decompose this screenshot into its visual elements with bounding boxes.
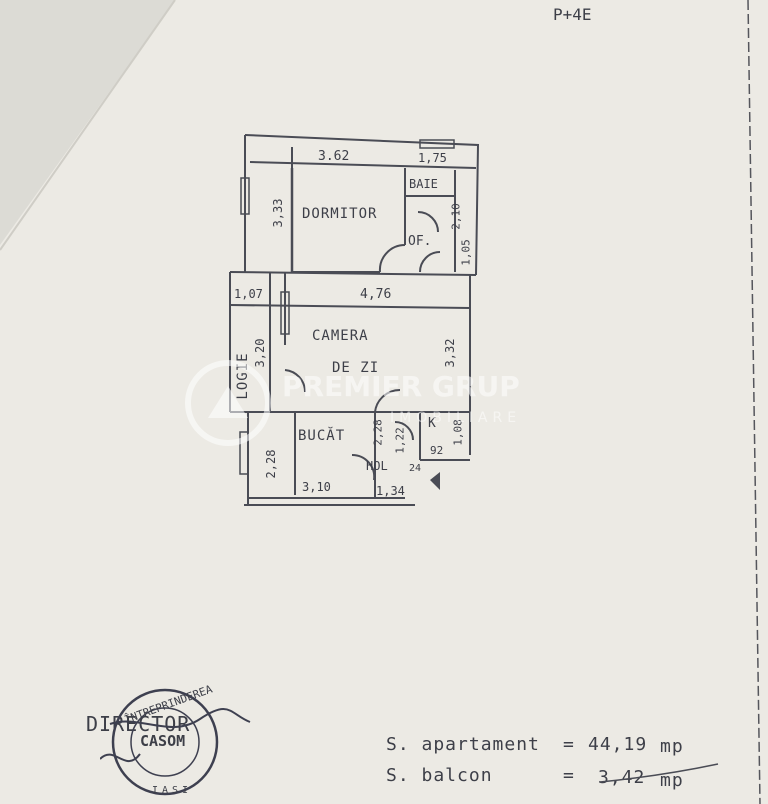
dim-label: 1,34: [376, 484, 405, 498]
dim-label: 1,22: [393, 427, 407, 454]
watermark-logo-icon: [185, 360, 271, 446]
summary-balcon-label: S. balcon: [386, 765, 493, 786]
dim-label: 92: [430, 444, 444, 457]
room-label-of: OF.: [408, 234, 432, 249]
watermark-sub: IMOBILIARE: [390, 410, 522, 426]
dim-label: 2,28: [264, 449, 278, 479]
watermark-brand: PREMIER GRUP: [282, 370, 520, 403]
room-label-hol: HOL: [366, 459, 388, 473]
room-label-de-zi: DE ZI: [332, 360, 380, 376]
summary-apartament-label: S. apartament: [386, 734, 540, 755]
summary-balcon-eq: =: [563, 765, 575, 786]
room-label-camera: CAMERA: [312, 328, 369, 344]
room-label-baie: BAIE: [409, 177, 438, 191]
dim-label: 24: [409, 463, 422, 474]
room-label-dormitor: DORMITOR: [302, 206, 378, 222]
dim-label: 3,10: [302, 480, 331, 494]
dim-label: 1,07: [234, 287, 263, 301]
summary-balcon-unit: mp: [660, 770, 684, 791]
stamp-title: DIRECTOR: [86, 712, 191, 736]
stamp-ring-mid: CASOM: [140, 732, 186, 750]
floor-code: P+4E: [553, 5, 592, 24]
dim-label: 3,32: [443, 338, 457, 368]
dim-label: 1,05: [459, 239, 473, 266]
summary-balcon-value: 3,42: [598, 767, 646, 788]
dim-label: 2,10: [449, 203, 463, 230]
stamp-ring-bottom: IASI: [152, 785, 193, 796]
dim-label: 1,75: [418, 151, 447, 165]
room-label-bucat: BUCĂT: [298, 428, 346, 444]
room-label-k: K: [428, 416, 436, 431]
dim-label: 3.62: [318, 149, 350, 164]
dim-label: 4,76: [360, 287, 392, 302]
dim-label: 2,28: [371, 419, 385, 446]
summary-apartament-unit: mp: [660, 736, 684, 757]
dim-label: 3,33: [271, 198, 285, 228]
summary-apartament-eq: =: [563, 734, 575, 755]
summary-apartament-value: 44,19: [588, 734, 648, 755]
underline-stroke: [600, 763, 719, 783]
stamp: [100, 688, 251, 796]
